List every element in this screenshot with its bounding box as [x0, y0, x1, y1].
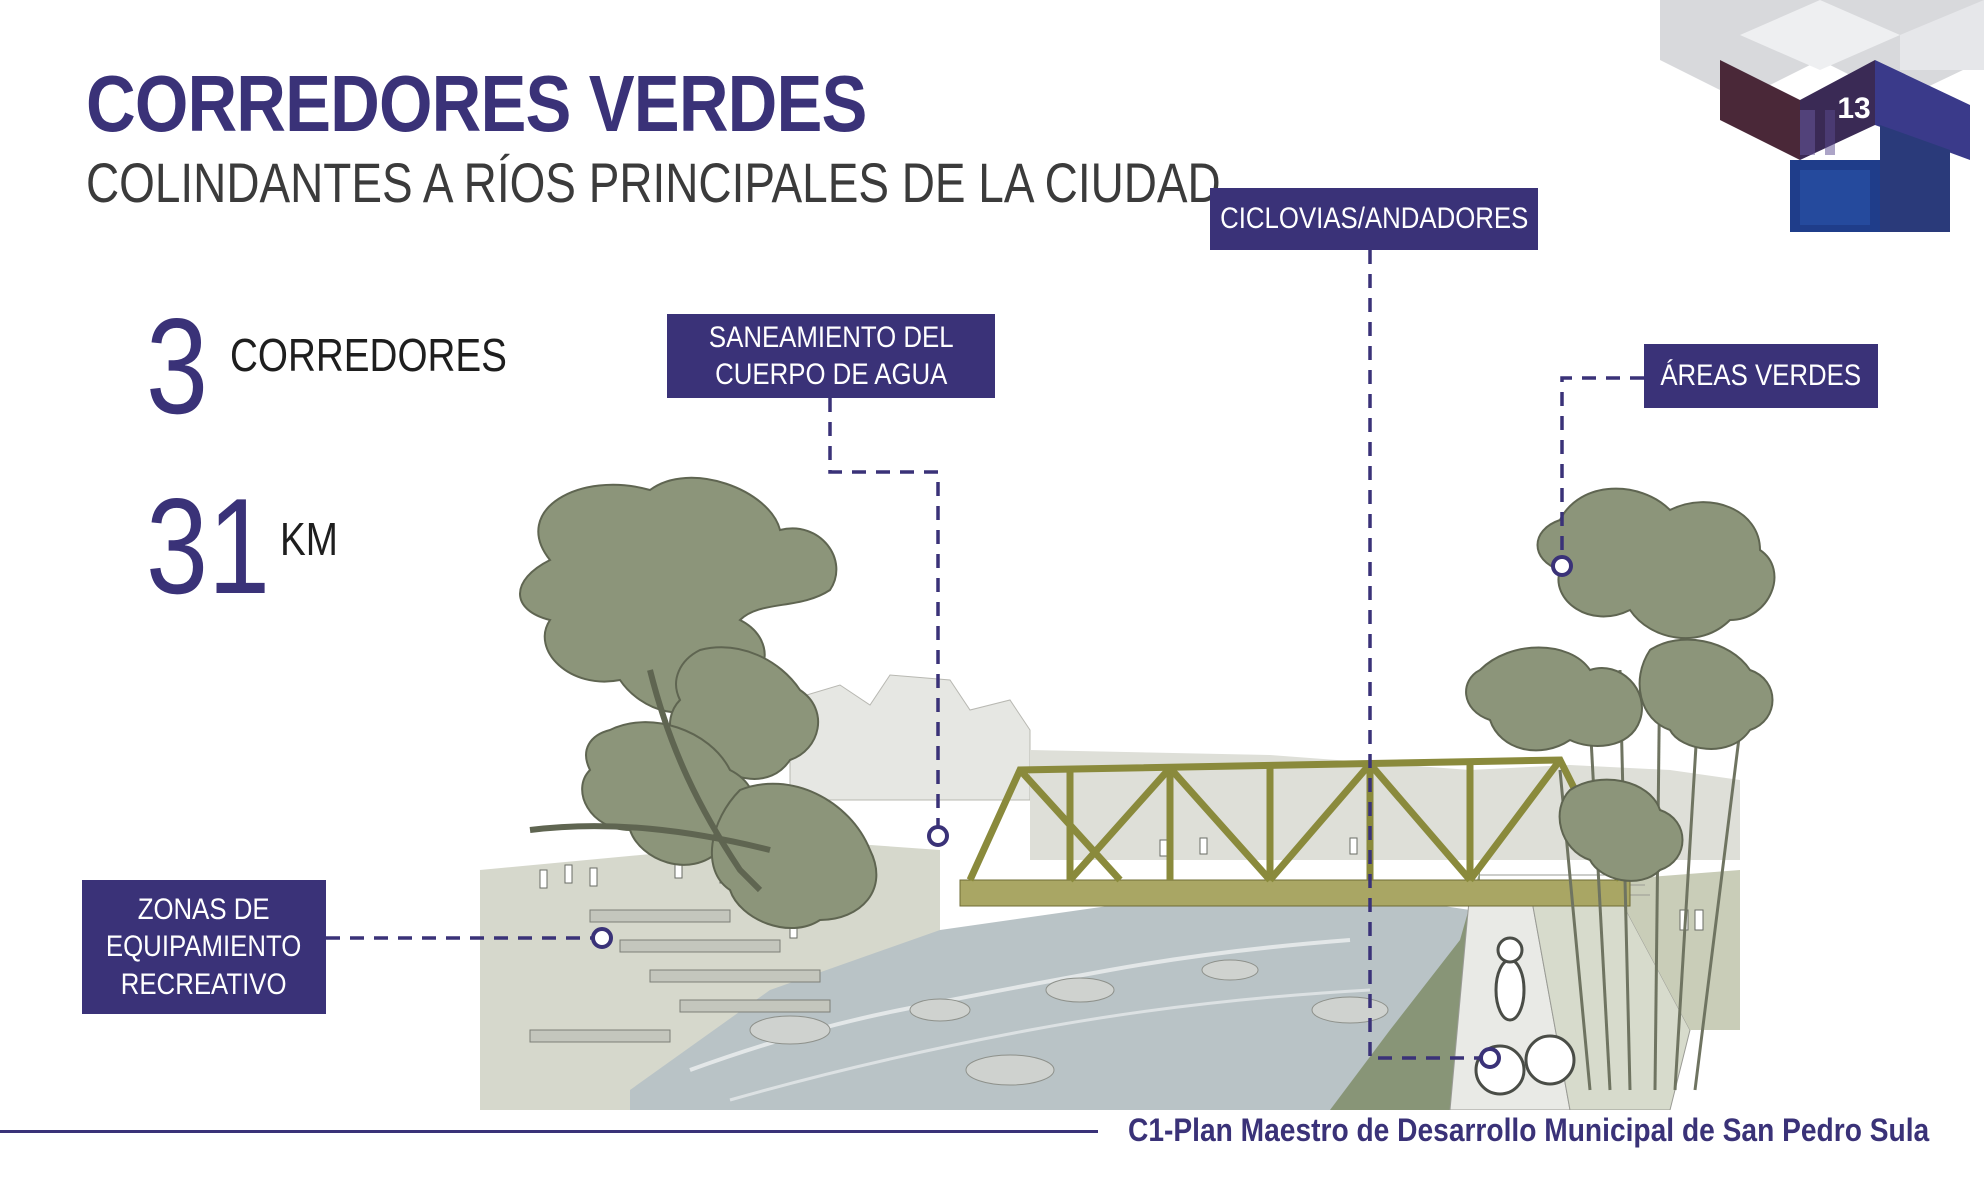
- slide-title: CORREDORES VERDES: [86, 59, 867, 148]
- river-corridor-illustration: [480, 476, 1776, 1110]
- callout-zonas-text: ZONAS DE EQUIPAMIENTO RECREATIVO: [106, 892, 302, 1001]
- stat-corridors-unit: CORREDORES: [230, 329, 507, 381]
- callout-ciclovias-text: CICLOVIAS/ANDADORES: [1219, 202, 1529, 236]
- callout-saneamiento: SANEAMIENTO DEL CUERPO DE AGUA: [667, 314, 995, 398]
- slide-subtitle: COLINDANTES A RÍOS PRINCIPALES DE LA CIU…: [86, 151, 1221, 214]
- footer-caption: C1-Plan Maestro de Desarrollo Municipal …: [1128, 1112, 1930, 1148]
- page-number: 13: [1837, 92, 1871, 125]
- callout-zonas: ZONAS DE EQUIPAMIENTO RECREATIVO: [82, 880, 326, 1014]
- stat-km-value: 31: [146, 470, 271, 622]
- marker-ciclovias: [1479, 1047, 1501, 1069]
- callout-areas-verdes-text: ÁREAS VERDES: [1660, 359, 1862, 393]
- callout-ciclovias: CICLOVIAS/ANDADORES: [1210, 188, 1538, 250]
- marker-areas-verdes: [1551, 555, 1573, 577]
- callout-saneamiento-text: SANEAMIENTO DEL CUERPO DE AGUA: [708, 320, 954, 392]
- marker-saneamiento: [927, 825, 949, 847]
- marker-zonas: [591, 927, 613, 949]
- stat-corridors-value: 3: [146, 290, 209, 442]
- footer-divider: [0, 1130, 1098, 1133]
- corner-cube-graphic: [1660, 0, 1984, 232]
- stat-km-unit: KM: [280, 513, 338, 565]
- callout-areas-verdes: ÁREAS VERDES: [1644, 344, 1878, 408]
